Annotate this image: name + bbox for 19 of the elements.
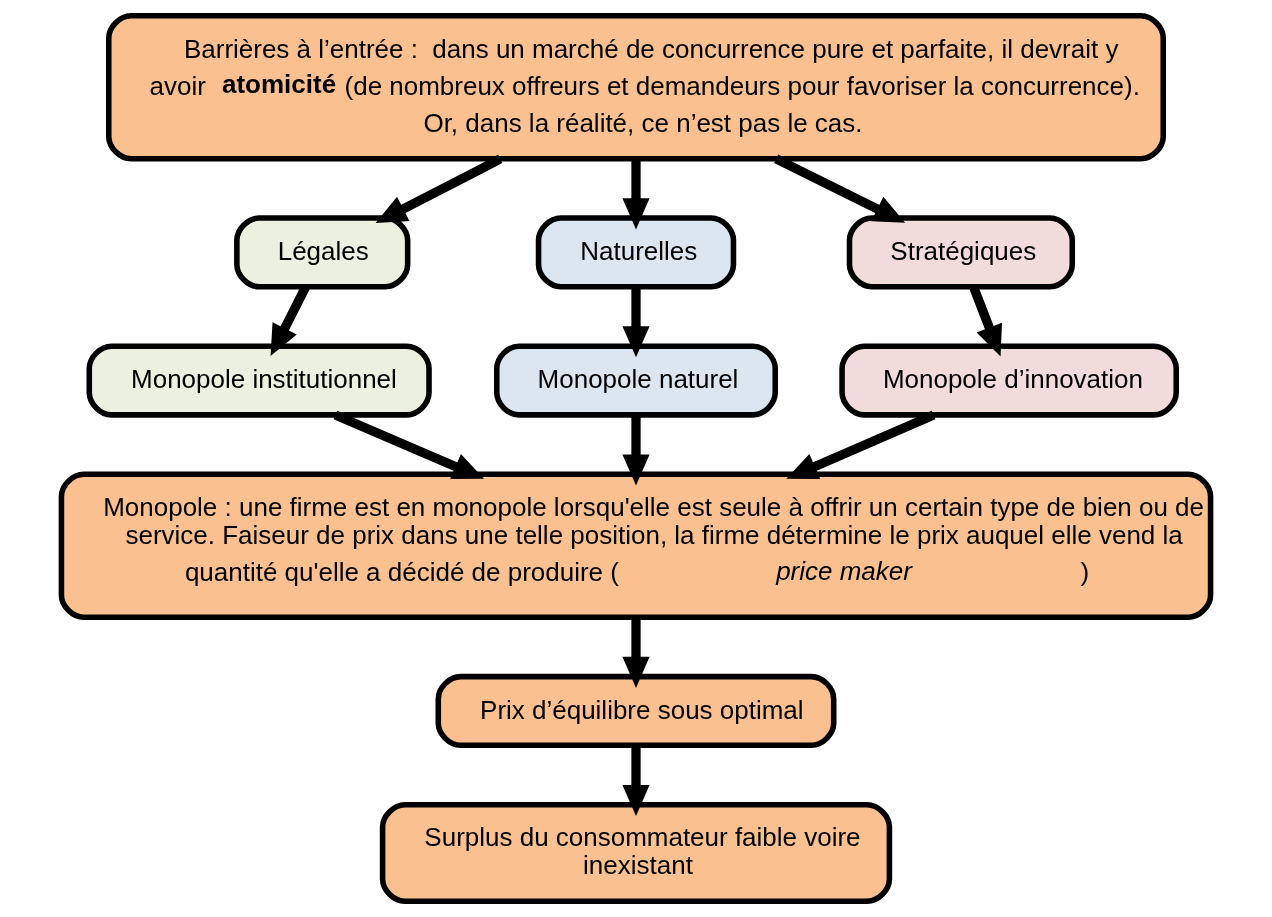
arrow <box>622 286 650 358</box>
node-box: Monopole d’innovation <box>839 343 1179 418</box>
node-box: Monopole : une firme est en monopole lorsqu'elle est seule à offrir un certain type de bien ou de service. Faiseur de prix dans une telle position, la firme détermine le prix auquel elle vend la quantité qu'elle a décidé de produire (price maker) <box>58 471 1214 620</box>
arrow <box>622 158 650 230</box>
arrow <box>774 154 906 223</box>
arrow <box>786 410 936 479</box>
arrow <box>622 745 650 817</box>
node-box: Monopole naturel <box>494 343 778 418</box>
arrow <box>375 154 503 224</box>
node-box: Monopole institutionnel <box>86 343 432 418</box>
node-box: Naturelles <box>535 215 737 290</box>
arrow <box>333 410 485 480</box>
arrow <box>622 617 650 688</box>
node-box: Légales <box>234 215 411 290</box>
node-box: Stratégiques <box>846 215 1076 290</box>
node-box: Prix d’équilibre sous optimal <box>435 673 837 749</box>
node-box: Surplus du consommateur faible voire inexistant <box>379 801 893 905</box>
node-box: Barrières à l’entrée : dans un marché de concurrence pure et parfaite, il devrait y avoir atomicité (de nombreux offreurs et demandeurs pour favoriser la concurrence). Or, dans la réalité, ce n’est pas le cas. <box>106 12 1166 162</box>
arrow <box>622 415 650 486</box>
